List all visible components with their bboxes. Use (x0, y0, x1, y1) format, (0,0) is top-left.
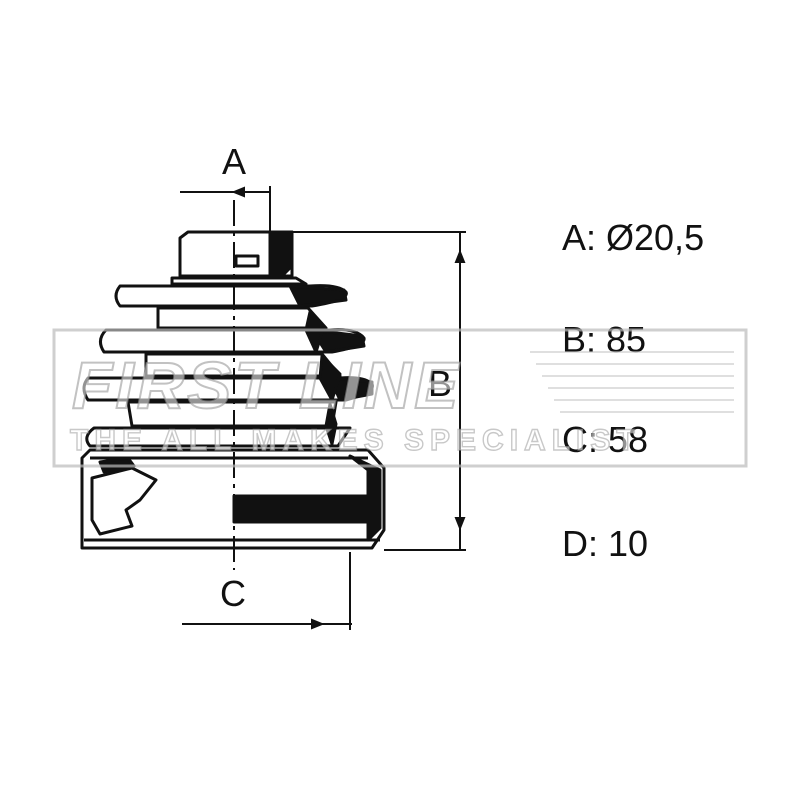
spec-b: B: 85 (562, 319, 646, 360)
watermark-brand: FIRST LINE (72, 348, 461, 422)
boot-small-collar-shadow (268, 230, 294, 278)
boot-small-collar-window (234, 254, 260, 268)
dimension-c (182, 552, 352, 630)
dimension-label-c: C (220, 573, 246, 614)
watermark: FIRST LINE THE ALL MAKES SPECIALIST (52, 328, 748, 468)
boot-drawing (80, 230, 386, 550)
boot-convolution-4 (85, 426, 352, 448)
boot-collar-shadow (348, 454, 382, 542)
boot-convolution-shadow-1 (288, 284, 348, 308)
boot-collar-left-detail (90, 466, 158, 536)
dimension-label-a: A (222, 141, 246, 182)
dimension-label-b: B (428, 363, 452, 404)
boot-inner-shadow-c (324, 402, 338, 446)
watermark-stripes (530, 351, 734, 413)
boot-convolution-1-inner (156, 306, 328, 330)
boot-large-collar-band (232, 494, 370, 524)
spec-c: C: 58 (562, 419, 648, 460)
boot-convolution-shadow-3 (328, 376, 374, 402)
boot-neck (170, 276, 308, 286)
dimension-b (292, 231, 466, 551)
boot-inner-shadow-a (304, 310, 326, 354)
watermark-tagline: THE ALL MAKES SPECIALIST (70, 424, 641, 457)
watermark-frame (52, 328, 748, 468)
dimension-a (180, 186, 271, 236)
boot-inner-shadow-b (318, 354, 342, 402)
boot-convolution-shadow-2 (310, 328, 366, 354)
spec-a: A: Ø20,5 (562, 217, 704, 258)
spec-d: D: 10 (562, 523, 648, 564)
